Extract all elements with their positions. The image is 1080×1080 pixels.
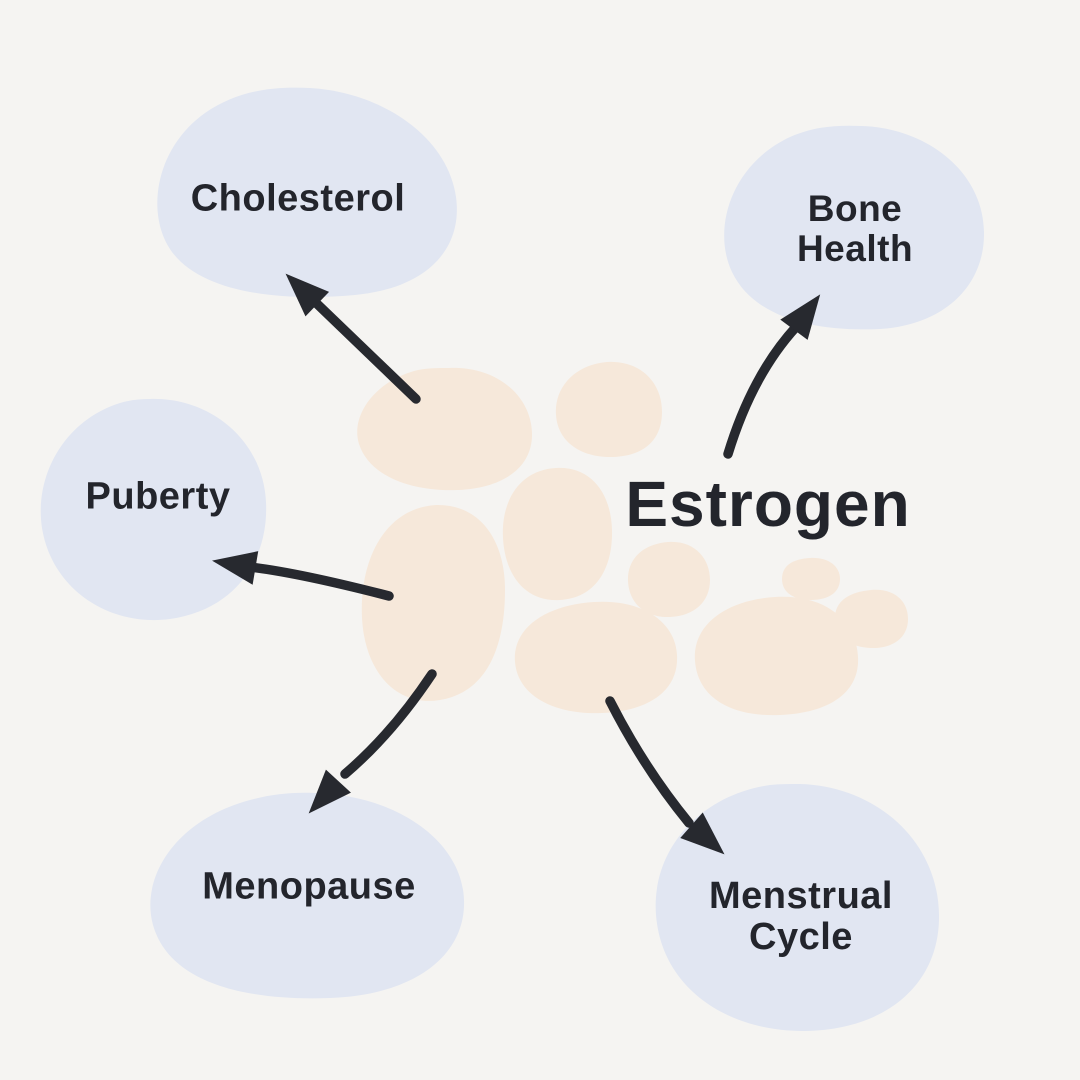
center-blob	[357, 367, 533, 491]
arrow-shaft	[723, 322, 801, 459]
arrowhead-icon	[308, 769, 351, 814]
center-blob	[694, 596, 859, 716]
node-label-menstrual-cycle: Menstrual Cycle	[709, 874, 893, 958]
arrow-shaft	[245, 562, 394, 601]
arrow-shaft	[605, 696, 694, 828]
center-blob	[555, 361, 662, 458]
page-title: Estrogen	[625, 468, 911, 540]
arrowhead-icon	[285, 273, 330, 317]
bone-health-blob	[724, 125, 985, 330]
arrow-to-bone-health	[723, 294, 821, 459]
node-label-cholesterol: Cholesterol	[190, 177, 406, 220]
arrow-to-menstrual-cycle	[605, 696, 725, 855]
arrow-shaft	[307, 294, 421, 404]
arrow-to-cholesterol	[285, 273, 421, 404]
arrowhead-icon	[780, 294, 821, 340]
puberty-blob	[40, 398, 267, 621]
node-label-puberty: Puberty	[85, 475, 231, 518]
menstrual-cycle-blob	[655, 784, 940, 1032]
node-label-bone-health: Bone Health	[796, 188, 914, 269]
arrow-shaft	[340, 669, 437, 779]
center-blob	[834, 589, 908, 648]
arrow-to-menopause	[308, 669, 437, 814]
center-blob	[502, 467, 613, 601]
arrow-to-puberty	[212, 551, 394, 601]
arrowhead-icon	[212, 551, 259, 585]
arrowhead-icon	[680, 812, 725, 855]
center-blob	[782, 557, 840, 600]
node-label-menopause: Menopause	[202, 865, 416, 908]
center-blob	[627, 541, 710, 618]
center-blob	[361, 504, 505, 701]
menopause-blob	[150, 792, 465, 999]
center-blob-cluster	[357, 361, 908, 716]
center-blob	[514, 601, 678, 714]
cholesterol-blob	[157, 87, 457, 298]
